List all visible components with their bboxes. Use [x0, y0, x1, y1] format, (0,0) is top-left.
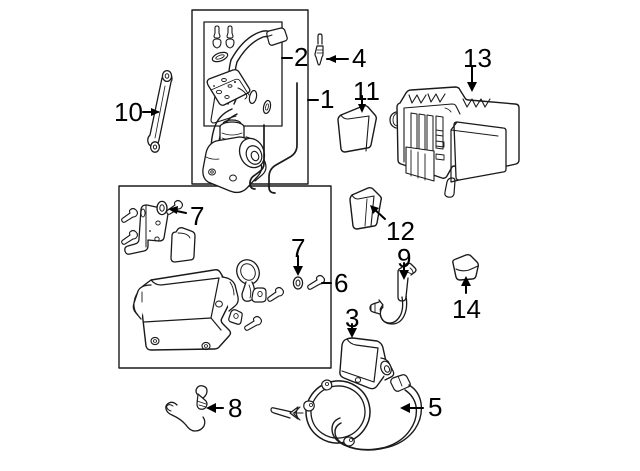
callout-label-14[interactable]: 14: [452, 294, 481, 324]
callout-label-9[interactable]: 9: [397, 243, 412, 273]
part-5-air-line: [270, 379, 423, 451]
callout-label-10[interactable]: 10: [114, 97, 143, 127]
part-4-bolt: [314, 33, 324, 66]
part-3-solenoid: [339, 337, 411, 392]
callout-label-7-lower[interactable]: 7: [291, 233, 306, 263]
callout-label-2[interactable]: 2: [294, 42, 309, 72]
callout-label-4[interactable]: 4: [352, 43, 367, 73]
callout-label-11[interactable]: 11: [353, 76, 380, 106]
callout-label-8[interactable]: 8: [228, 393, 243, 423]
part-14-rubber-cap: [452, 253, 480, 281]
part-modulator-unit: [132, 269, 239, 351]
part-8-sensor-link: [165, 385, 208, 432]
part-13-fuse-box: [389, 86, 520, 198]
callout-label-3[interactable]: 3: [345, 303, 360, 333]
part-7-bracket-assembly: [121, 199, 196, 263]
callout-label-13[interactable]: 13: [463, 43, 492, 73]
callout-label-7-upper[interactable]: 7: [190, 201, 205, 231]
callout-label-5[interactable]: 5: [428, 392, 443, 422]
part-reservoir-and-fasteners: [228, 259, 326, 331]
part-11-relay: [337, 104, 378, 153]
part-10-link-rod: [147, 69, 173, 153]
callout-leaders: [142, 55, 477, 413]
callout-label-1[interactable]: 1: [320, 84, 335, 114]
callout-label-6[interactable]: 6: [334, 268, 349, 298]
callout-label-12[interactable]: 12: [386, 216, 415, 246]
part-1-compressor: [202, 82, 298, 194]
